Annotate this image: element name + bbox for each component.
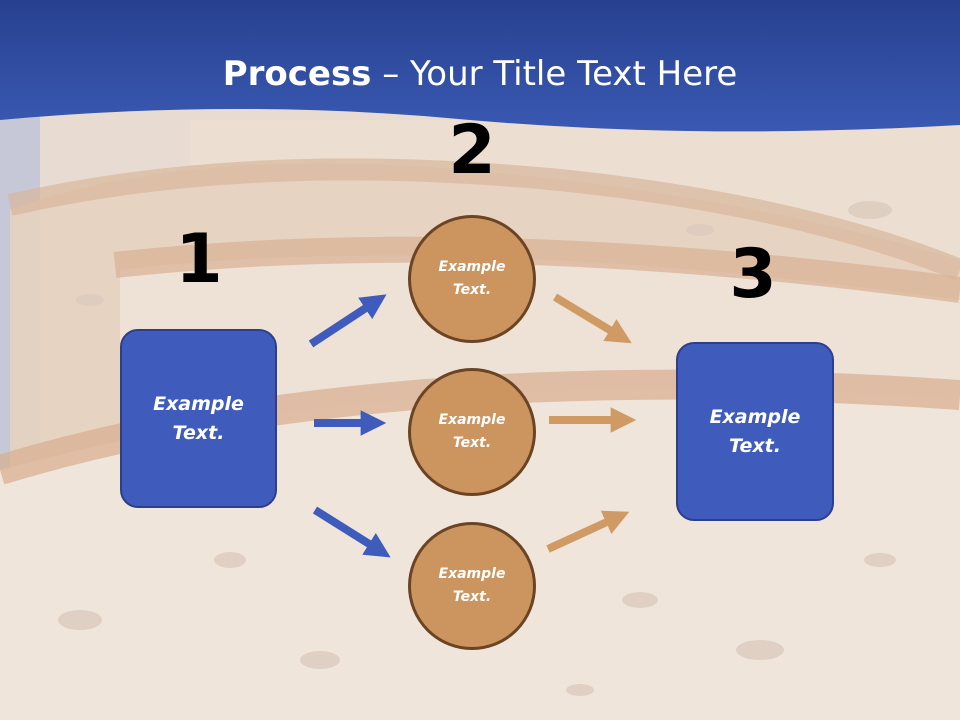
step1-text: Example Text. [153, 392, 244, 444]
title-rest: – Your Title Text Here [371, 54, 738, 94]
blue-arrow-down [312, 506, 391, 558]
slide-title: Process – Your Title Text Here [0, 52, 960, 96]
step2-circle-middle: Example Text. [408, 368, 536, 496]
step2-circle-top: Example Text. [408, 215, 536, 343]
step2-circle-bottom: Example Text. [408, 522, 536, 650]
tan-arrow-up [546, 510, 630, 553]
step3-text: Example Text. [709, 405, 801, 457]
step-number-2: 2 [448, 111, 496, 190]
title-bold: Process [222, 54, 372, 94]
circle-middle-text: Example Text. [438, 412, 506, 451]
blue-arrow-up [308, 294, 387, 348]
circle-bottom-text: Example Text. [438, 566, 506, 605]
step-number-1: 1 [175, 220, 223, 299]
tan-arrow-down [552, 293, 632, 344]
circle-top-text: Example Text. [438, 259, 506, 298]
step1-box: Example Text. [120, 329, 277, 508]
step3-box: Example Text. [676, 342, 834, 521]
step-number-3: 3 [729, 235, 777, 314]
